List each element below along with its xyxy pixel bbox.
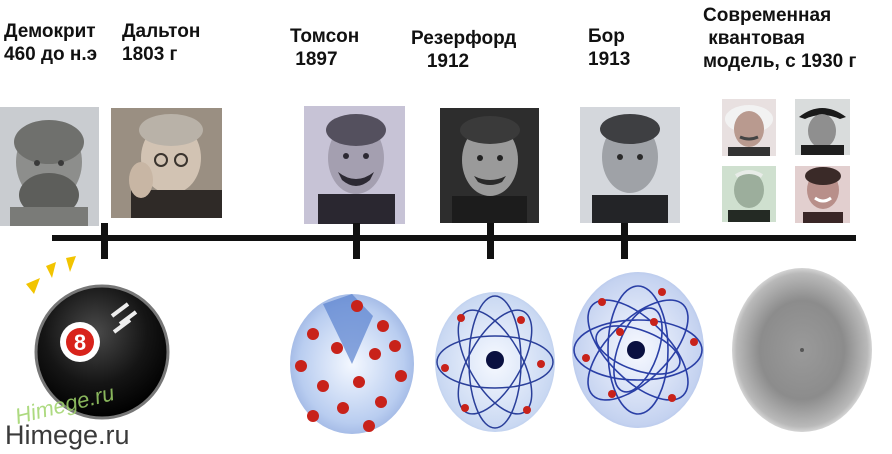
modern-portrait-3 (722, 166, 776, 222)
label-modern: Современная квантовая модель, с 1930 г (703, 5, 857, 72)
label-democritus: Демокрит 460 до н.э (4, 21, 98, 65)
dalton-portrait (111, 108, 222, 218)
ball-number: 8 (74, 330, 86, 355)
rutherford-portrait (440, 108, 539, 223)
modern-portrait-1 (722, 99, 776, 156)
label-bohr: Бор 1913 (588, 26, 631, 70)
timeline-axis (52, 235, 856, 241)
modern-portrait-2 (795, 99, 850, 155)
timeline-tick-rutherford (487, 223, 494, 259)
watermark-main: Himege.ru (5, 420, 130, 450)
rutherford-planetary-model (431, 288, 559, 436)
quantum-electron-cloud-model (728, 262, 876, 434)
thomson-portrait (304, 106, 405, 224)
timeline-tick-bohr (621, 223, 628, 259)
modern-portrait-4 (795, 166, 850, 223)
democritus-portrait (0, 107, 99, 226)
bohr-orbital-model (562, 262, 714, 434)
timeline-tick-thomson (353, 223, 360, 259)
spark-icon (26, 278, 40, 294)
label-dalton: Дальтон 1803 г (122, 21, 201, 65)
thomson-plum-pudding-model (283, 286, 421, 438)
label-thomson: Томсон 1897 (290, 26, 360, 70)
bohr-portrait (580, 107, 680, 223)
label-rutherford: Резерфорд 1912 (411, 28, 517, 72)
dalton-ball-model: 8 (20, 254, 176, 422)
timeline-tick-dalton (101, 223, 108, 259)
